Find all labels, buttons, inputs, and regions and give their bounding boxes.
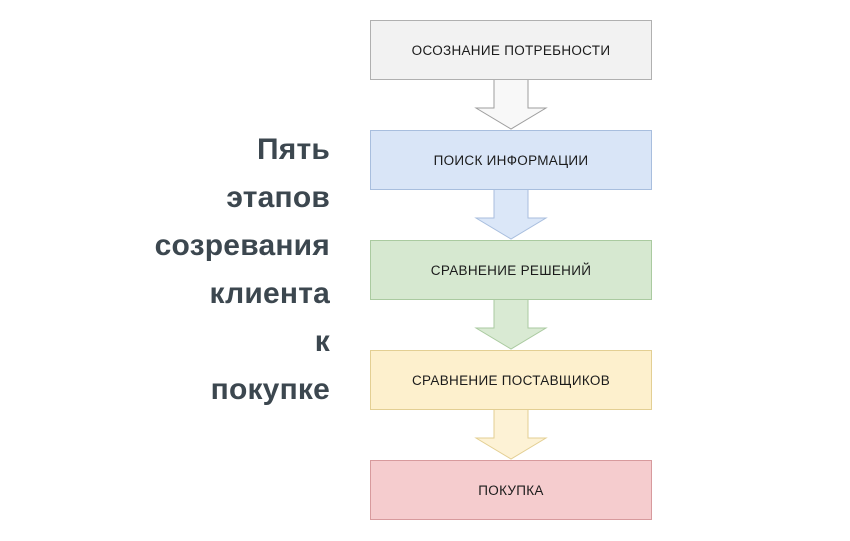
connector-2-to-3 [370,190,652,240]
page-title-line-2: этапов [226,181,330,214]
flow-chart: ОСОЗНАНИЕ ПОТРЕБНОСТИ ПОИСК ИНФОРМАЦИИ С… [370,20,652,520]
stage-label: ПОКУПКА [478,482,544,498]
stage-box-vendor-comparison[interactable]: СРАВНЕНИЕ ПОСТАВЩИКОВ [370,350,652,410]
page-title-line-5: к [314,325,330,358]
page-title-line-3: созревания [154,229,330,262]
flow-stage-4: СРАВНЕНИЕ ПОСТАВЩИКОВ [370,350,652,410]
connector-4-to-5 [370,410,652,460]
down-arrow-icon [474,410,548,460]
page-title-line-1: Пять [256,133,330,166]
down-arrow-icon [474,190,548,240]
page-title-line-6: покупке [210,373,330,406]
flow-stage-5: ПОКУПКА [370,460,652,520]
flow-stage-1: ОСОЗНАНИЕ ПОТРЕБНОСТИ [370,20,652,80]
stage-box-information-search[interactable]: ПОИСК ИНФОРМАЦИИ [370,130,652,190]
stage-box-awareness[interactable]: ОСОЗНАНИЕ ПОТРЕБНОСТИ [370,20,652,80]
page-title: Пять этапов созревания клиента к покупке [60,126,330,414]
down-arrow-icon [474,80,548,130]
down-arrow-icon [474,300,548,350]
page-title-line-4: клиента [209,277,330,310]
connector-1-to-2 [370,80,652,130]
connector-3-to-4 [370,300,652,350]
stage-box-purchase[interactable]: ПОКУПКА [370,460,652,520]
stage-box-solution-comparison[interactable]: СРАВНЕНИЕ РЕШЕНИЙ [370,240,652,300]
flow-stage-2: ПОИСК ИНФОРМАЦИИ [370,130,652,190]
stage-label: СРАВНЕНИЕ РЕШЕНИЙ [430,262,592,278]
stage-label: ПОИСК ИНФОРМАЦИИ [433,152,589,168]
stage-label: ОСОЗНАНИЕ ПОТРЕБНОСТИ [411,42,611,58]
stage-label: СРАВНЕНИЕ ПОСТАВЩИКОВ [411,372,610,388]
flow-stage-3: СРАВНЕНИЕ РЕШЕНИЙ [370,240,652,300]
